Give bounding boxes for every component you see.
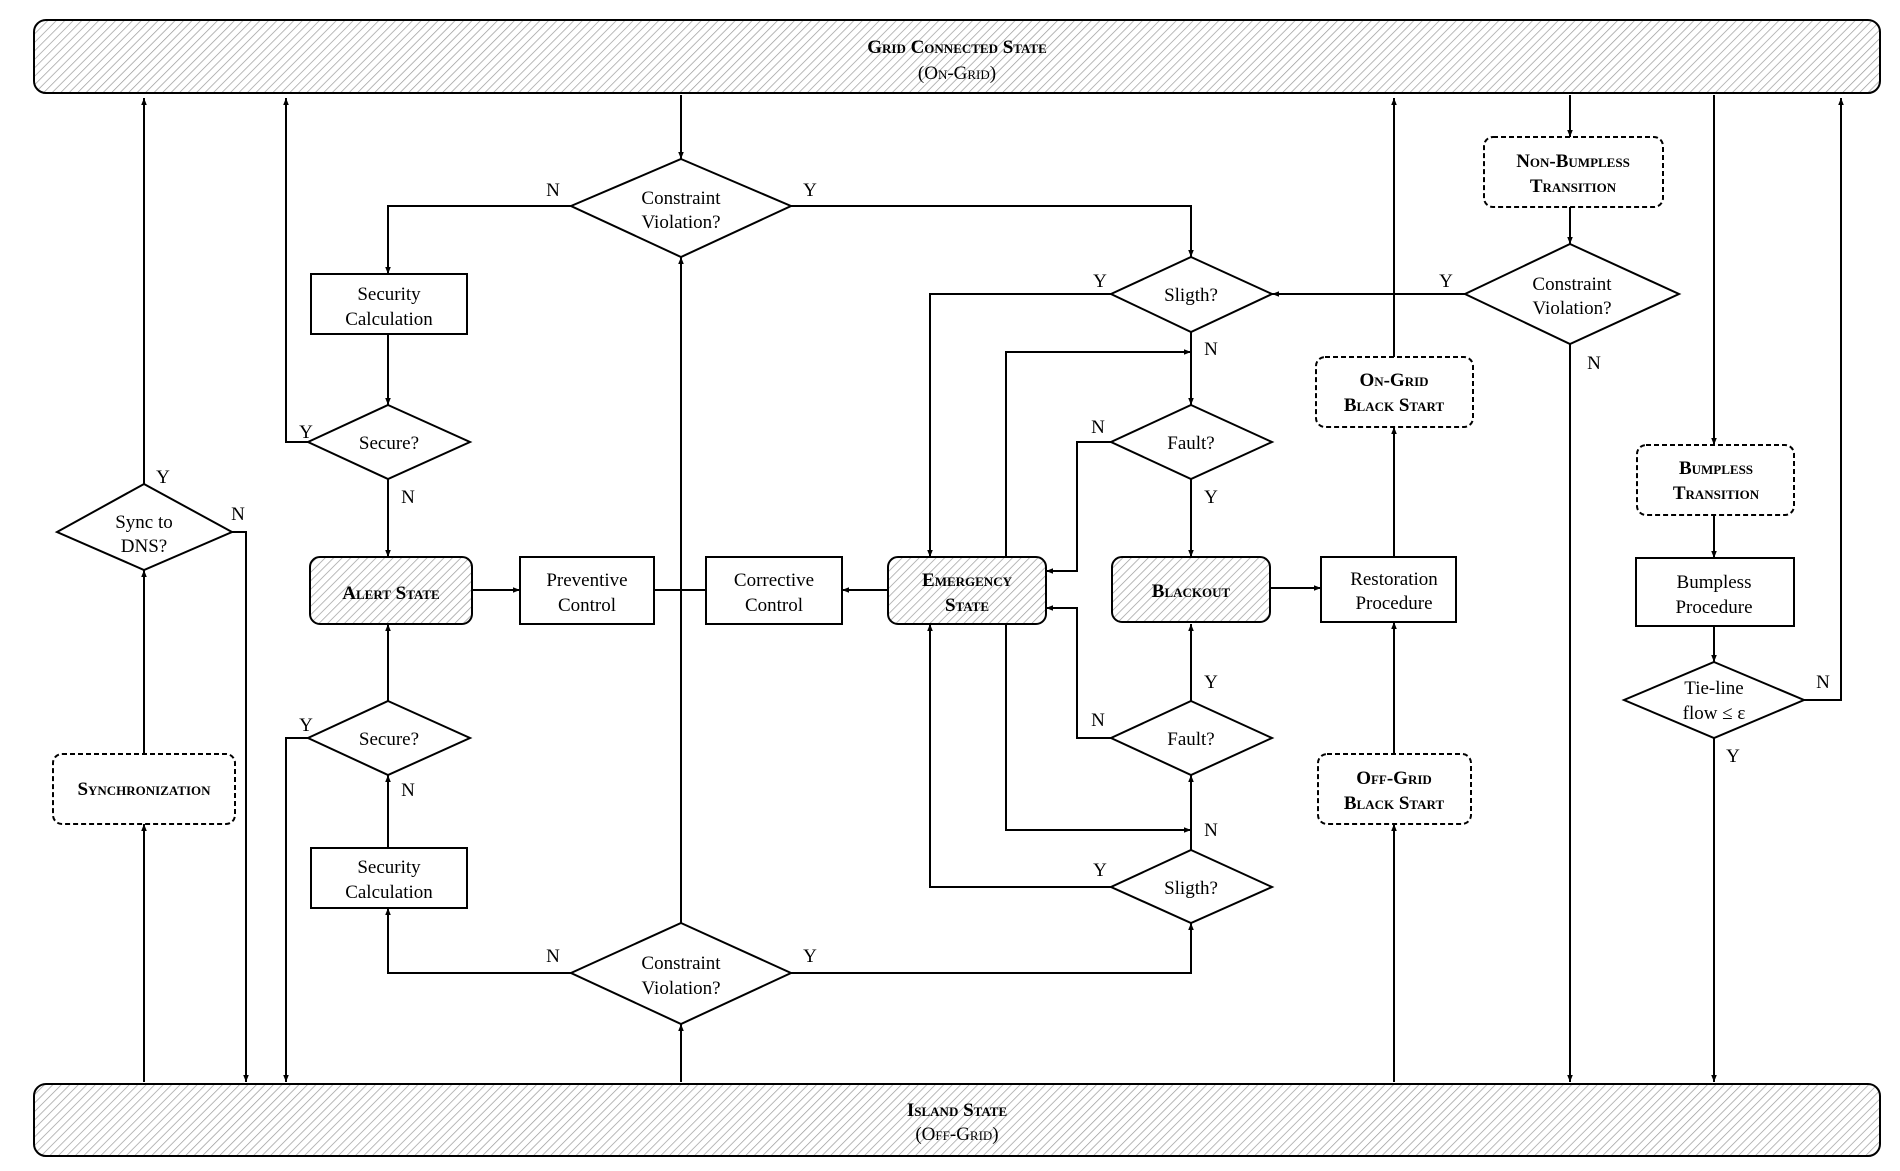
label-n: N [1091,417,1105,438]
fault-decision-bottom-label: Fault? [1167,729,1215,750]
emergency-state-line2: State [945,595,989,616]
constraint-violation-bottom: Constraint Violation? [568,921,794,1026]
on-grid-bs-line2: Black Start [1344,395,1445,416]
bumpless-procedure-line2: Procedure [1675,597,1752,618]
synchronization-label: Synchronization [77,779,211,800]
tie-line-line2: flow ≤ ε [1683,703,1746,724]
synchronization: Synchronization [52,753,236,825]
label-n: N [546,180,560,201]
security-calc-top-line2: Calculation [345,309,433,330]
constraint-violation-top: Constraint Violation? [568,157,794,259]
non-bumpless-transition: Non-Bumpless Transition [1483,136,1664,208]
secure-decision-bottom-label: Secure? [359,729,419,750]
sync-decision-line2: DNS? [121,536,167,557]
alert-state: Alert State [309,556,473,625]
grid-connected-title: Grid Connected State [867,37,1047,58]
secure-decision-bottom: Secure? [305,699,473,777]
bumpless-procedure-line1: Bumpless [1677,572,1752,593]
label-n: N [546,946,560,967]
label-y: Y [299,715,313,736]
label-y: Y [1093,860,1107,881]
off-grid-bs-line2: Black Start [1344,793,1445,814]
label-y: Y [1093,271,1107,292]
on-grid-black-start: On-Grid Black Start [1315,356,1474,428]
connectors [141,95,1844,1082]
label-y: Y [1204,487,1218,508]
fault-decision-bottom: Fault? [1108,699,1275,777]
label-y: Y [1439,271,1453,292]
constraint-violation-grid: Constraint Violation? [1462,242,1682,346]
label-n: N [1204,820,1218,841]
bumpless-transition: Bumpless Transition [1636,444,1795,516]
constraint-violation-grid-line1: Constraint [1532,274,1612,295]
fault-decision-top-label: Fault? [1167,433,1215,454]
security-calc-bottom-line1: Security [357,857,421,878]
branch-labels: N Y Y Y N N Y N N Y Y N Y N Y N N Y N Y … [156,180,1830,967]
label-y: Y [803,180,817,201]
corrective-control-line1: Corrective [734,570,814,591]
constraint-violation-bottom-line2: Violation? [641,978,720,999]
slight-decision-top: Sligth? [1108,255,1275,334]
label-y: Y [156,467,170,488]
emergency-state-line1: Emergency [922,570,1013,591]
restoration-procedure: Restoration Procedure [1320,556,1457,623]
tie-line-decision: Tie-line flow ≤ ε [1621,660,1807,740]
secure-decision-top: Secure? [305,403,473,481]
constraint-violation-grid-line2: Violation? [1532,298,1611,319]
off-grid-black-start: Off-Grid Black Start [1317,753,1472,825]
fault-decision-top: Fault? [1108,403,1275,481]
grid-connected-subtitle: (On-Grid) [918,63,996,84]
off-grid-bs-line1: Off-Grid [1356,768,1432,789]
label-n: N [1587,353,1601,374]
slight-decision-top-label: Sligth? [1164,285,1218,306]
constraint-violation-top-line1: Constraint [641,188,721,209]
restoration-line1: Restoration [1350,569,1438,590]
bumpless-transition-line1: Bumpless [1679,458,1753,479]
sync-decision-line1: Sync to [115,512,173,533]
slight-decision-bottom-label: Sligth? [1164,878,1218,899]
tie-line-line1: Tie-line [1684,678,1743,699]
island-state-title: Island State [907,1100,1007,1121]
grid-connected-state: Grid Connected State (On-Grid) [33,19,1881,94]
non-bumpless-line2: Transition [1530,176,1617,197]
security-calculation-top: Security Calculation [310,273,468,335]
security-calc-top-line1: Security [357,284,421,305]
constraint-violation-top-line2: Violation? [641,212,720,233]
label-n: N [231,504,245,525]
label-n: N [1091,710,1105,731]
island-state-subtitle: (Off-Grid) [915,1124,998,1145]
corrective-control: Corrective Control [705,556,843,625]
secure-decision-top-label: Secure? [359,433,419,454]
bumpless-procedure: Bumpless Procedure [1635,557,1795,627]
alert-state-label: Alert State [342,583,439,604]
label-y: Y [299,422,313,443]
label-y: Y [803,946,817,967]
restoration-line2: Procedure [1355,593,1432,614]
on-grid-bs-line1: On-Grid [1359,370,1428,391]
label-n: N [401,487,415,508]
blackout-state: Blackout [1111,556,1271,623]
label-y: Y [1204,672,1218,693]
security-calculation-bottom: Security Calculation [310,847,468,909]
emergency-state: Emergency State [887,556,1047,625]
bumpless-transition-line2: Transition [1673,483,1760,504]
blackout-state-label: Blackout [1152,581,1231,602]
non-bumpless-line1: Non-Bumpless [1516,151,1630,172]
security-calc-bottom-line2: Calculation [345,882,433,903]
label-n: N [1204,339,1218,360]
preventive-control-line2: Control [558,595,616,616]
label-n: N [1816,672,1830,693]
preventive-control: Preventive Control [519,556,655,625]
constraint-violation-bottom-line1: Constraint [641,953,721,974]
preventive-control-line1: Preventive [546,570,627,591]
island-state: Island State (Off-Grid) [33,1083,1881,1157]
sync-to-dns-decision: Sync to DNS? [54,482,235,572]
label-n: N [401,780,415,801]
label-y: Y [1726,746,1740,767]
corrective-control-line2: Control [745,595,803,616]
slight-decision-bottom: Sligth? [1108,848,1275,925]
